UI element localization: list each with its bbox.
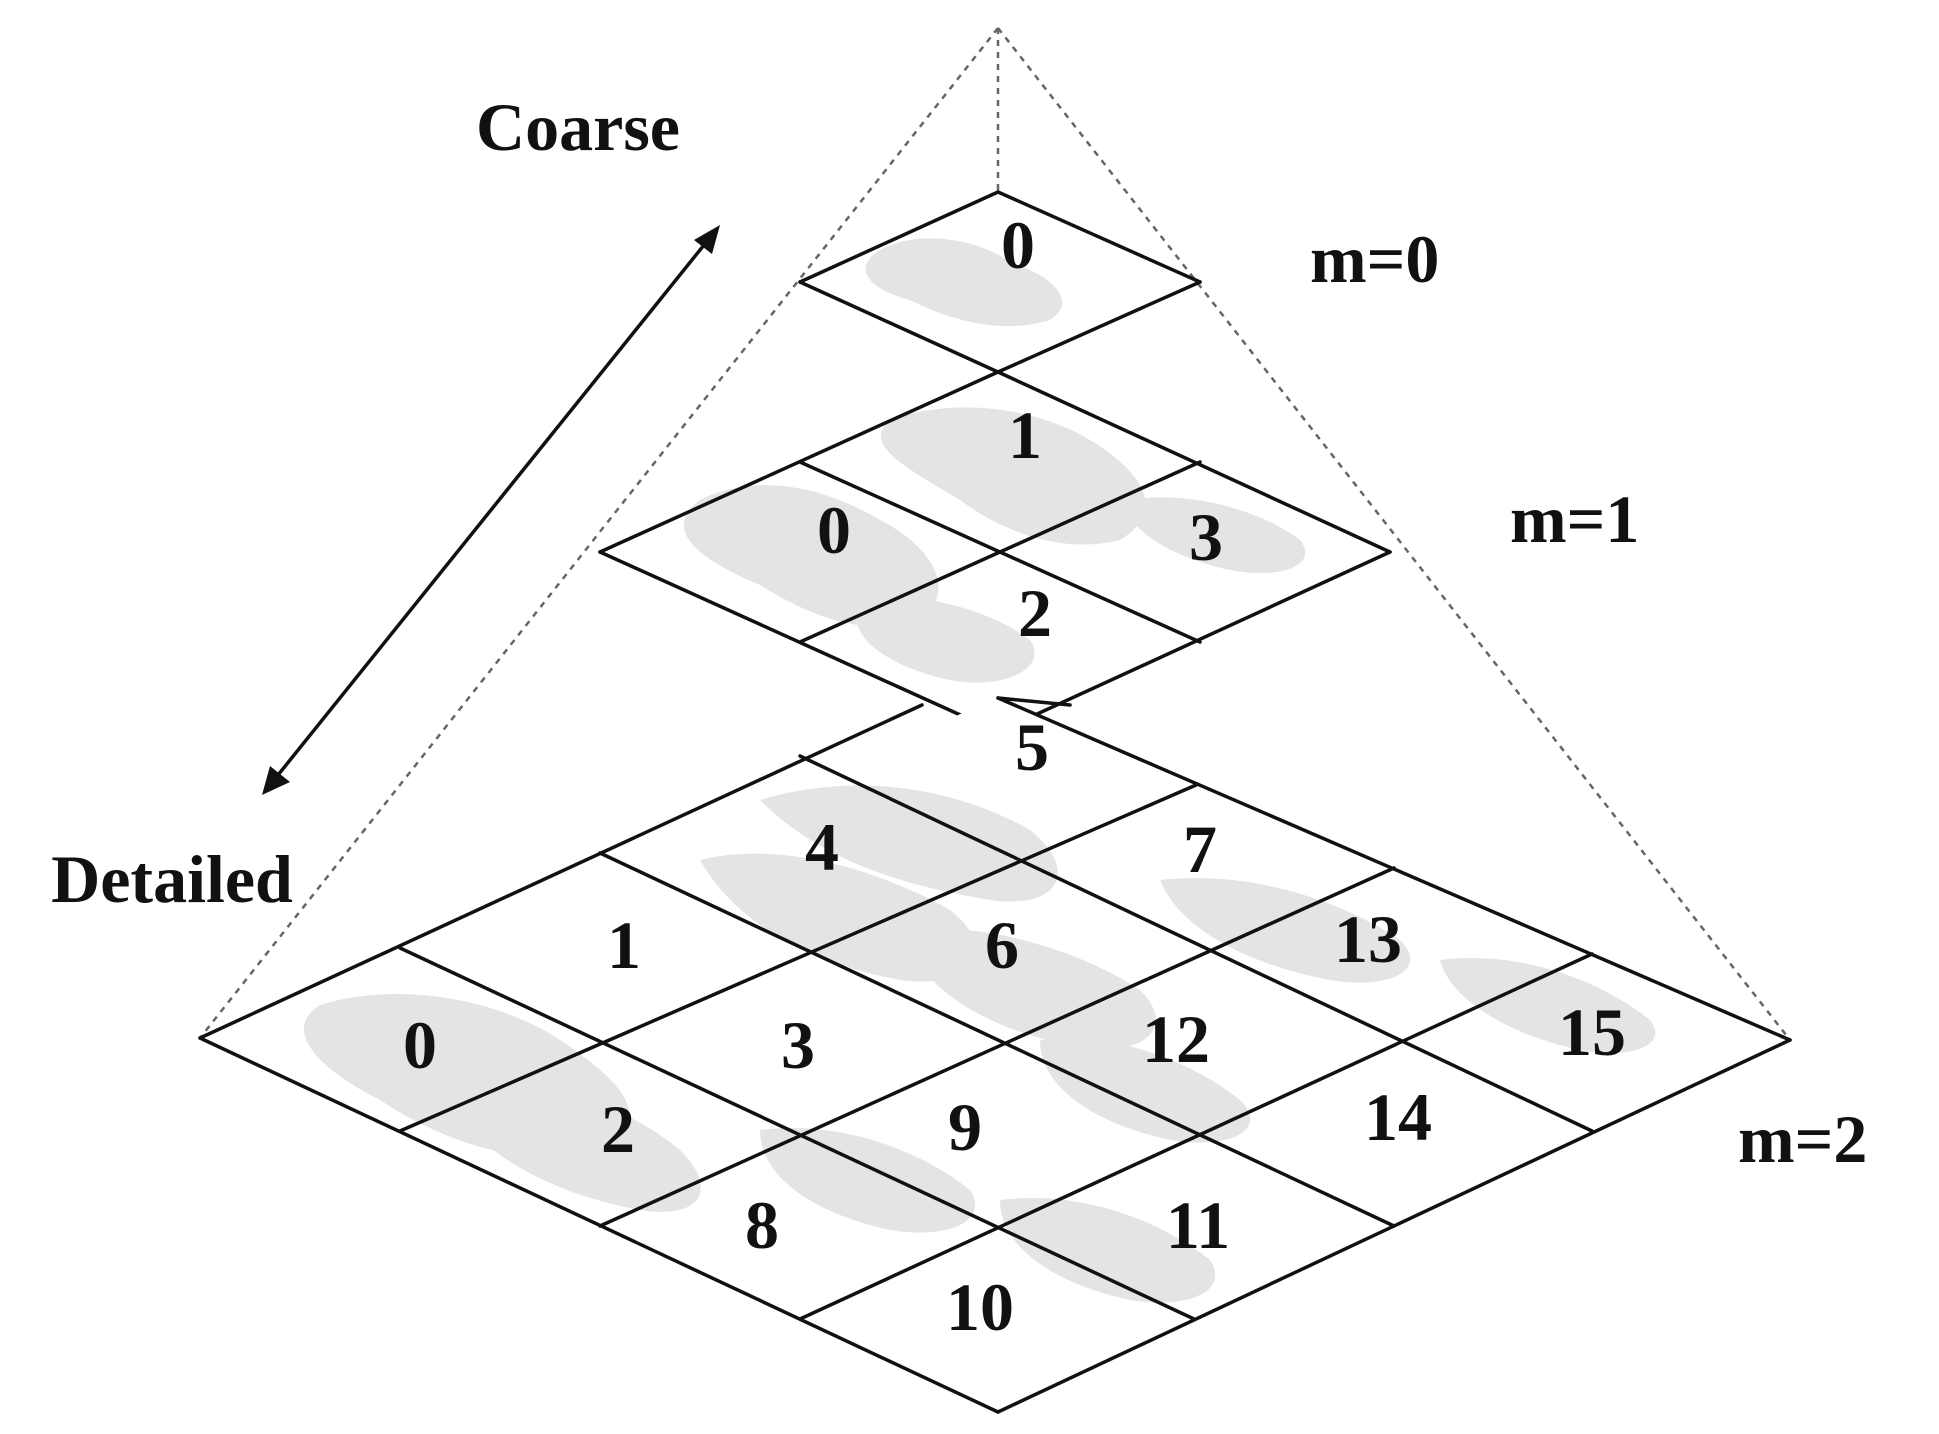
level-2-tile-7: 7 — [1183, 811, 1217, 887]
level-2-tile-13: 13 — [1334, 901, 1402, 977]
level-2-tile-2: 2 — [601, 1091, 635, 1167]
level-1-label: m=1 — [1510, 481, 1639, 557]
level-2-tile-11: 11 — [1166, 1187, 1230, 1263]
level-0-label: m=0 — [1310, 221, 1439, 297]
coarse-label: Coarse — [476, 89, 680, 165]
level-2-tile-1: 1 — [607, 907, 641, 983]
detailed-label: Detailed — [51, 841, 293, 917]
level-2-tile-9: 9 — [948, 1089, 982, 1165]
level-0-tile-0: 0 — [1001, 207, 1035, 283]
level-1-tile-1: 1 — [1008, 397, 1042, 473]
level-2-grid: 0 1 2 3 4 5 6 7 8 9 10 11 12 13 14 15 — [198, 696, 1792, 1414]
level-2-tile-4: 4 — [805, 809, 839, 885]
level-2-tile-6: 6 — [985, 907, 1019, 983]
level-2-tile-15: 15 — [1558, 994, 1626, 1070]
level-2-tile-0: 0 — [403, 1007, 437, 1083]
level-2-tile-14: 14 — [1364, 1079, 1432, 1155]
level-2-tile-12: 12 — [1142, 1001, 1210, 1077]
coarse-detailed-arrow — [262, 225, 720, 795]
level-2-tile-10: 10 — [946, 1269, 1014, 1345]
level-2-tile-5: 5 — [1015, 709, 1049, 785]
level-1-tile-0: 0 — [817, 492, 851, 568]
level-1-tile-3: 3 — [1189, 499, 1223, 575]
level-2-label: m=2 — [1738, 1101, 1867, 1177]
level-0-grid: 0 — [798, 190, 1202, 374]
level-2-tile-3: 3 — [781, 1007, 815, 1083]
level-1-grid: 0 1 2 3 — [598, 370, 1392, 734]
level-2-tile-8: 8 — [745, 1187, 779, 1263]
level-1-tile-2: 2 — [1018, 575, 1052, 651]
